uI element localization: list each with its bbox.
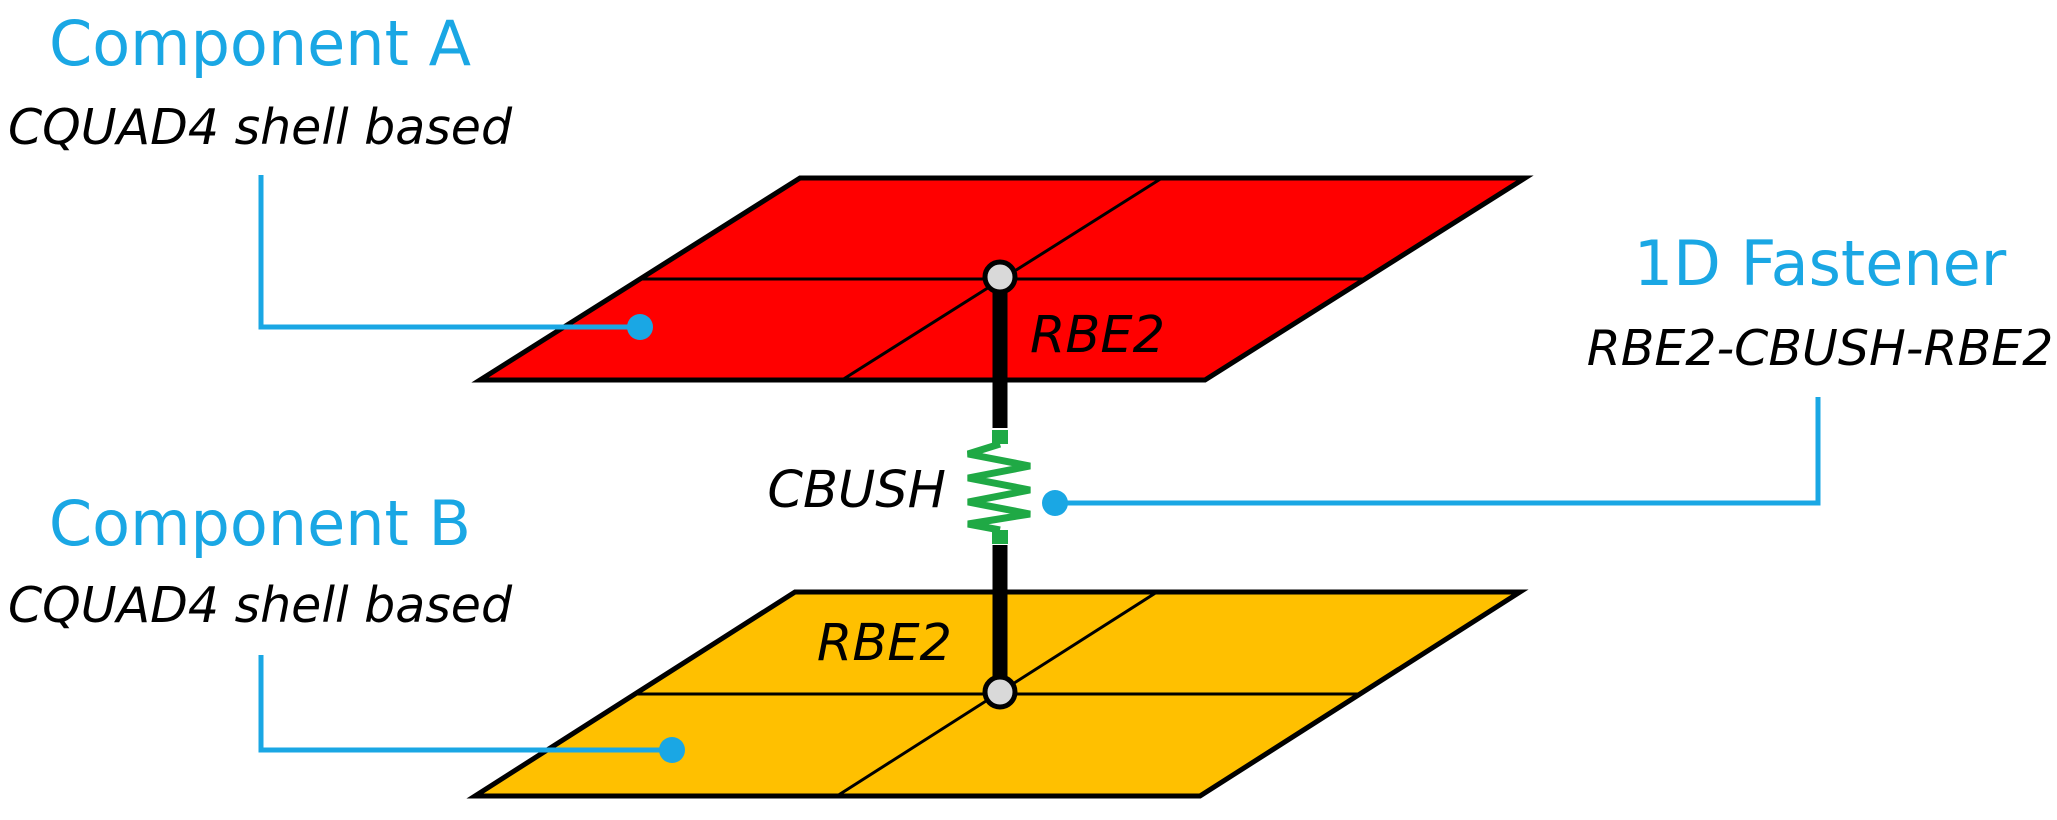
node-bottom <box>982 674 1018 710</box>
cbush-label: CBUSH <box>767 461 946 520</box>
rbe2-top-label: RBE2 <box>1030 306 1165 365</box>
spring-bottom-cap <box>992 530 1008 544</box>
component-a-title: Component A <box>49 7 471 80</box>
fastener-subtitle: RBE2-CBUSH-RBE2 <box>1587 320 2054 377</box>
spring-top-cap <box>992 430 1008 444</box>
callout-line-component-b <box>258 655 670 753</box>
fastener-title: 1D Fastener <box>1634 227 2007 300</box>
component-b-subtitle: CQUAD4 shell based <box>8 577 513 634</box>
callout-dot-fastener <box>1042 490 1068 516</box>
callout-line-component-a <box>258 175 638 330</box>
rbe2-bottom-label: RBE2 <box>817 614 952 673</box>
callout-line-fastener <box>1057 397 1821 506</box>
node-top <box>982 259 1018 295</box>
component-a-subtitle: CQUAD4 shell based <box>8 99 513 156</box>
callout-dot-component-b <box>659 737 685 763</box>
callout-dot-component-a <box>627 314 653 340</box>
spring-coil <box>966 440 1031 534</box>
cbush-spring <box>966 430 1031 544</box>
component-b-title: Component B <box>49 487 471 560</box>
